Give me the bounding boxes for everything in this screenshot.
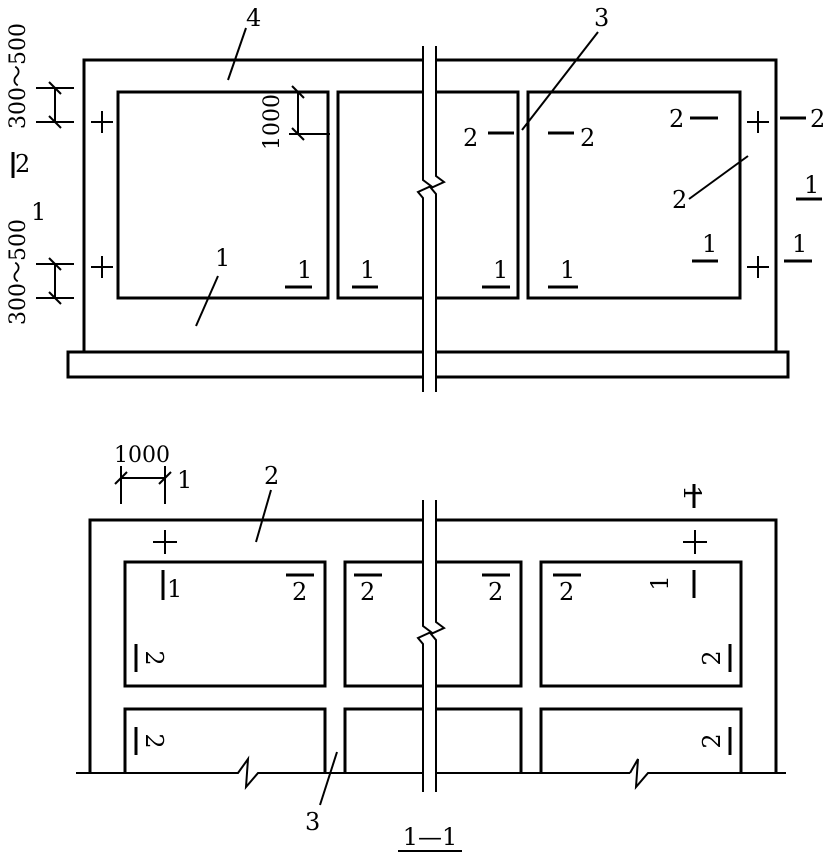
sec1-left-label: 1 [167,575,182,603]
section-title: 1—1 [403,823,458,851]
plan-dim-300-500-bottom [36,257,74,305]
section-opening-lower-1 [123,707,327,773]
plan-anchor-mark-right-bottom [747,256,769,278]
plan-left-section-1: 1 [31,198,46,226]
sec1-mark-f-label: 1 [792,230,807,258]
section-dim-1-label: 1 [177,466,192,494]
section-opening-lower-3 [539,707,743,773]
sec1-vert-bottom-label: 1 [646,575,674,590]
sec2-over-c-label: 2 [488,578,503,606]
callout-3-plan-leader [521,31,599,131]
section-break-line-right [429,500,446,792]
sec1-mark-b-label: 1 [360,256,375,284]
plan-left-section-2: 2 [15,150,30,178]
sec1-mark-c-label: 1 [493,256,508,284]
section-opening-upper-1 [123,560,327,688]
sec2-over-a-label: 2 [292,578,307,606]
ground-line-right [629,758,786,790]
plan-opening-1 [116,90,330,300]
ground-line-left [76,755,630,790]
plan-anchor-mark-right-top [747,111,769,133]
sec1-mark-g-label: 1 [804,171,819,199]
callout-1-plan-label: 1 [215,244,230,272]
section-anchor-mark-left [153,530,177,554]
section-break-gap [422,500,437,792]
plan-anchor-mark-left-bottom [91,256,113,278]
section-view: 1000 1 2 3 1 1 1 2 2 2 2 2 2 2 2 [76,443,786,852]
sec2-mark-d-label: 2 [810,105,825,133]
callout-2-section-label: 2 [264,462,279,490]
callout-2-section-leader [255,489,272,543]
plan-break-line-left [416,46,433,392]
dim-300-500-top-label: 300～500 [6,23,31,129]
sec1-mark-e-label: 1 [702,230,717,258]
sec2-vert-c-label: 2 [140,733,168,748]
callout-4-label: 4 [246,4,261,32]
plan-break-gap [422,46,437,392]
plan-dim-300-500-top [36,81,74,129]
plan-dim-1000-label: 1000 [260,94,285,150]
callout-1-plan-leader [195,275,219,327]
plan-break-line-right [429,46,446,392]
sec2-mark-a-label: 2 [463,124,478,152]
sec2-over-d-label: 2 [559,578,574,606]
sec1-vert-top-label: 1 [678,485,706,500]
sec2-over-b-label: 2 [360,578,375,606]
callout-4-leader [227,27,247,81]
callout-3-section-leader [319,751,338,806]
sec2-vert-b-label: 2 [698,650,726,665]
dim-300-500-bottom-label: 300～500 [6,219,31,325]
callout-2-plan-leader [688,155,749,200]
sec1-mark-d-label: 1 [560,256,575,284]
section-opening-upper-3 [539,560,743,688]
callout-2-plan-label: 2 [672,186,687,214]
callout-3-section-label: 3 [305,808,320,836]
plan-view: 300～500 300～500 1000 2 1 4 3 [6,4,825,392]
plan-opening-3 [526,90,742,300]
section-dim-1000-label: 1000 [114,443,170,468]
sec2-vert-a-label: 2 [140,650,168,665]
sec2-mark-c-label: 2 [669,105,684,133]
section-break-line-left [416,500,433,792]
sec1-mark-a-label: 1 [297,256,312,284]
plan-dim-1000 [289,85,330,141]
sec2-vert-d-label: 2 [698,733,726,748]
plan-anchor-mark-left-top [91,111,113,133]
section-anchor-mark-right [683,530,707,554]
section-dim-1000 [114,466,172,504]
callout-3-plan-label: 3 [594,4,609,32]
sec2-mark-b-label: 2 [580,124,595,152]
